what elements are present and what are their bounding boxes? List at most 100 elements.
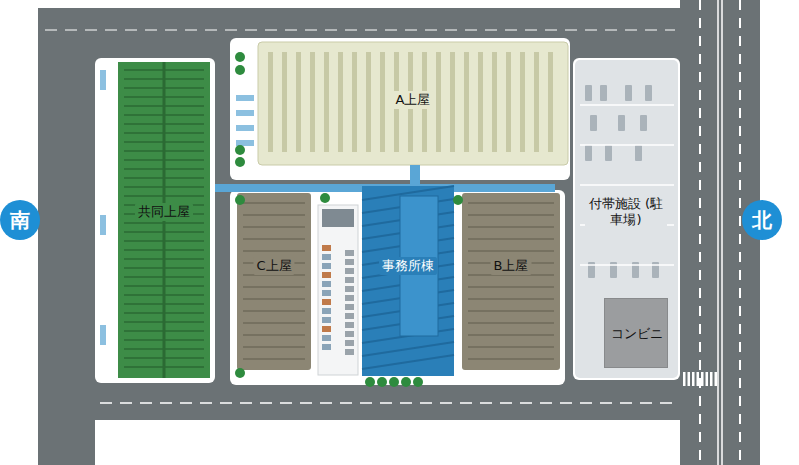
roof-stripe (243, 250, 305, 252)
tree (235, 157, 245, 167)
roof-stripe (468, 250, 554, 252)
crosswalk (706, 372, 709, 386)
car (322, 272, 331, 278)
truck (100, 325, 106, 345)
car (640, 115, 647, 131)
truck (100, 70, 106, 90)
car (345, 331, 354, 337)
area-label: A上屋 (393, 91, 434, 109)
building-area: 事務所棟 (362, 186, 454, 376)
roof-stripe (436, 52, 441, 152)
roof-stripe (468, 346, 554, 348)
shed-roof (118, 62, 210, 378)
lane-line (100, 402, 678, 404)
area-label: 共同上屋 (135, 203, 193, 221)
walkway (410, 165, 420, 187)
truck (236, 140, 254, 146)
parking-area (575, 60, 678, 378)
roof-stripe (468, 310, 554, 312)
roof-stripe (243, 358, 305, 360)
median-line (721, 0, 723, 465)
area-label: B上屋 (491, 257, 532, 275)
roof-stripe (243, 310, 305, 312)
roof-stripe (243, 226, 305, 228)
car (322, 245, 331, 251)
tree (389, 377, 399, 387)
tree (401, 377, 411, 387)
roof-stripe (243, 202, 305, 204)
parking-line (580, 264, 674, 266)
car (322, 299, 331, 305)
car (635, 145, 642, 161)
site-lot (573, 58, 680, 380)
roof-stripe (468, 238, 554, 240)
car (322, 263, 331, 269)
crosswalk (710, 372, 713, 386)
roof-stripe (468, 322, 554, 324)
roof-stripe (352, 52, 357, 152)
car (618, 115, 625, 131)
crosswalk (683, 372, 686, 386)
car (345, 286, 354, 292)
car (322, 326, 331, 332)
tree (365, 377, 375, 387)
roof-stripe (506, 52, 511, 152)
area-label: コンビニ (608, 325, 666, 343)
parking-strip (318, 205, 358, 375)
building-area: B上屋 (462, 193, 560, 370)
parking-line (580, 184, 674, 186)
truck (236, 95, 254, 101)
car (605, 145, 612, 161)
crosswalk (688, 372, 691, 386)
car (322, 281, 331, 287)
area-label: 付帯施設 (駐車場) (585, 195, 667, 230)
truck (236, 125, 254, 131)
car (645, 85, 652, 101)
roof-stripe (310, 52, 315, 152)
roof-stripe (468, 286, 554, 288)
building-area: 付帯施設 (駐車場) コンビニ (573, 58, 680, 380)
car (322, 344, 331, 350)
roof-stripe (534, 52, 539, 152)
tree (235, 65, 245, 75)
direction-marker: 北 (742, 200, 782, 240)
car (345, 304, 354, 310)
car (345, 295, 354, 301)
building-area: C上屋 (237, 193, 311, 370)
car (322, 308, 331, 314)
shed-roof (462, 193, 560, 370)
shed-roof (258, 42, 568, 165)
tree (377, 377, 387, 387)
car (625, 85, 632, 101)
direction-marker: 南 (0, 200, 40, 240)
car (345, 277, 354, 283)
roof-stripe (548, 52, 553, 152)
tree (413, 377, 423, 387)
tree (453, 195, 463, 205)
roof-stripe (468, 358, 554, 360)
area-label: C上屋 (253, 257, 294, 275)
facade-line (362, 342, 454, 356)
car (585, 145, 592, 161)
roof-stripe (243, 238, 305, 240)
office-building (362, 186, 454, 376)
roof-stripe (492, 52, 497, 152)
roof-stripe (243, 346, 305, 348)
lane-line (699, 0, 701, 465)
shed-roof (237, 193, 311, 370)
crosswalk (692, 372, 695, 386)
car (345, 259, 354, 265)
roof-stripe (268, 52, 273, 152)
roof-stripe (243, 298, 305, 300)
roof-stripe (243, 286, 305, 288)
roof-stripe (468, 334, 554, 336)
roof-stripe (468, 202, 554, 204)
roof-stripe (296, 52, 301, 152)
roof-stripe (324, 52, 329, 152)
facade-line (362, 355, 454, 369)
car (322, 290, 331, 296)
tree (235, 145, 245, 155)
car (345, 349, 354, 355)
car (345, 322, 354, 328)
